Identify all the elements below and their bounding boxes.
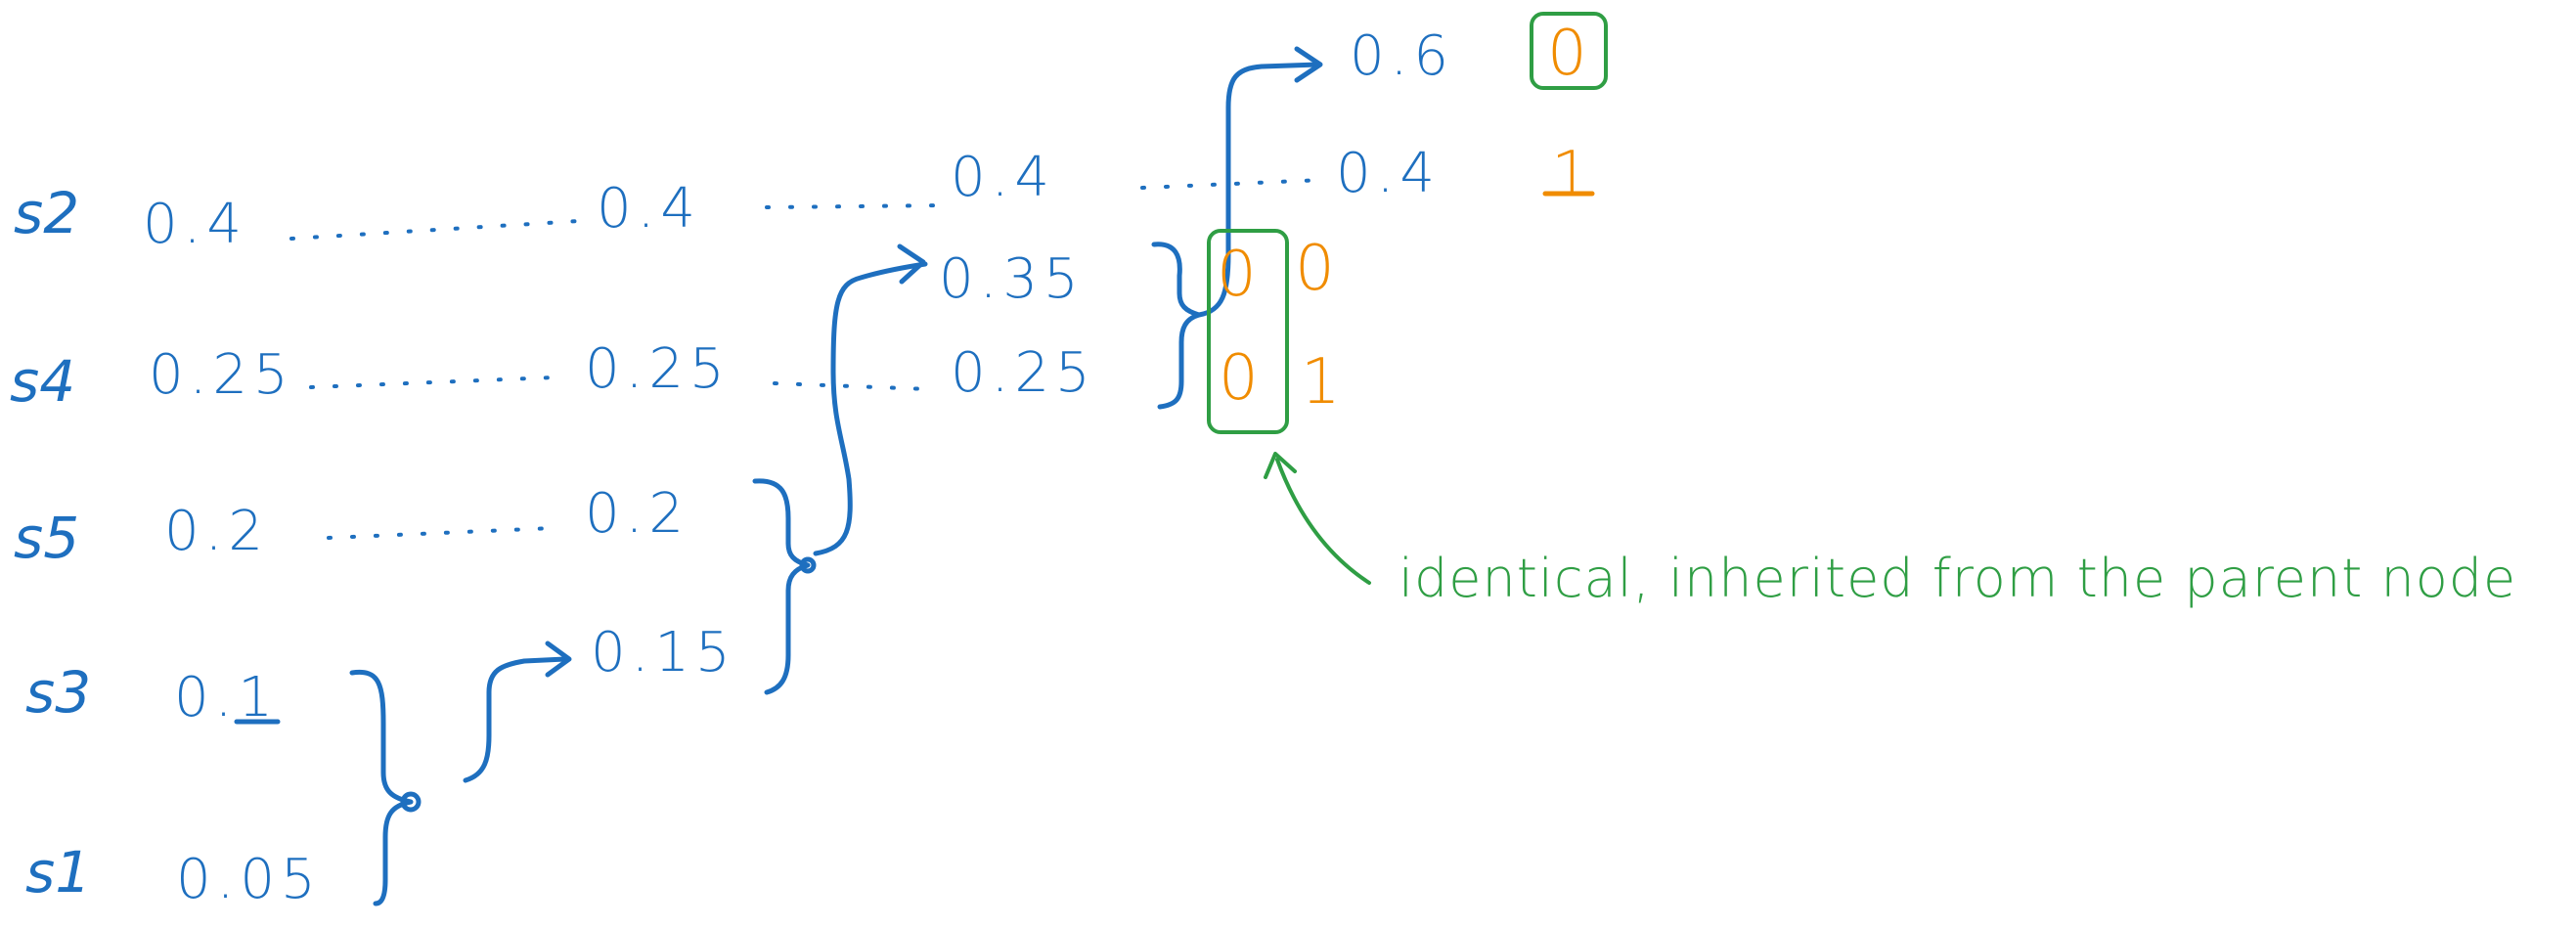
merge2-result: 0.35 <box>939 247 1085 311</box>
inherited-bits-highlight <box>1207 229 1289 434</box>
merge3-bottom: 0.4 <box>1336 142 1441 205</box>
symbol-s3: s3 <box>25 659 91 726</box>
annotation: identical, inherited from the parent nod… <box>1264 452 2516 609</box>
merge2-brace <box>752 243 928 695</box>
dots-s2-1 <box>289 219 581 241</box>
dots-s2-2 <box>765 203 947 209</box>
prob-s5: 0.2 <box>164 500 269 563</box>
child-bit-1: 1 <box>1301 346 1341 419</box>
stage2-values: 0.4 0.25 0.2 0.15 <box>585 177 736 685</box>
symbol-s1: s1 <box>25 839 91 906</box>
prob-s3: 0.1 <box>174 666 279 729</box>
top-bit: 0 <box>1547 18 1587 90</box>
inherited-bit-1: 0 <box>1219 342 1259 415</box>
merge3-arrowhead <box>1294 46 1323 83</box>
merge3-arrow <box>1196 62 1321 318</box>
stage2-prob-0: 0.4 <box>597 177 701 241</box>
merge3-brace-path <box>1151 242 1202 410</box>
merge2-brace-path <box>752 478 811 695</box>
dots-s4-1 <box>309 376 555 389</box>
annotation-text: identical, inherited from the parent nod… <box>1399 548 2516 609</box>
merge1-brace <box>349 641 572 906</box>
dotted-lines-stage1 <box>289 219 581 540</box>
merge3-brace <box>1151 46 1323 410</box>
bottom-bit: 1 <box>1551 139 1591 211</box>
top-bit-highlight <box>1530 12 1608 90</box>
merge2-arrowhead <box>897 243 926 285</box>
merge2-arrow <box>813 261 928 556</box>
inherited-bit-0: 0 <box>1217 239 1257 311</box>
dots-s5-1 <box>327 526 555 540</box>
stage2-prob-1: 0.25 <box>585 337 731 401</box>
prob-s2: 0.4 <box>143 193 247 256</box>
dotted-lines-stage2 <box>765 203 947 391</box>
symbol-s5: s5 <box>14 505 79 571</box>
stage2-prob-2: 0.2 <box>585 482 689 546</box>
merge2-node <box>799 556 817 574</box>
child-bit-0: 0 <box>1295 233 1335 305</box>
dots-s4-2 <box>773 381 931 391</box>
dots-final <box>1140 178 1324 190</box>
stage4-values: 0.6 0.4 <box>1140 24 1454 205</box>
stage3-prob-1: 0.25 <box>951 341 1096 405</box>
prob-s4: 0.25 <box>149 343 294 407</box>
merge1-brace-path <box>349 669 414 906</box>
merge3-top: 0.6 <box>1350 24 1454 88</box>
initial-probabilities: 0.4 0.25 0.2 0.1 0.05 <box>143 193 322 911</box>
merge1-node <box>400 791 422 813</box>
stage3-prob-0: 0.4 <box>951 146 1055 209</box>
prob-s1: 0.05 <box>176 848 322 911</box>
symbol-s4: s4 <box>10 348 75 415</box>
merge1-arrowhead <box>545 641 572 678</box>
merge1-arrow <box>463 656 568 783</box>
symbol-labels: s2 s4 s5 s3 s1 <box>10 180 91 906</box>
merge1-result: 0.15 <box>591 621 736 685</box>
stage3-values: 0.4 0.35 0.25 <box>939 146 1096 405</box>
symbol-s2: s2 <box>14 180 79 246</box>
annotation-arrowhead <box>1264 452 1297 479</box>
annotation-arrow <box>1275 458 1371 585</box>
code-bits: 0 1 0 0 0 1 <box>1207 12 1608 434</box>
